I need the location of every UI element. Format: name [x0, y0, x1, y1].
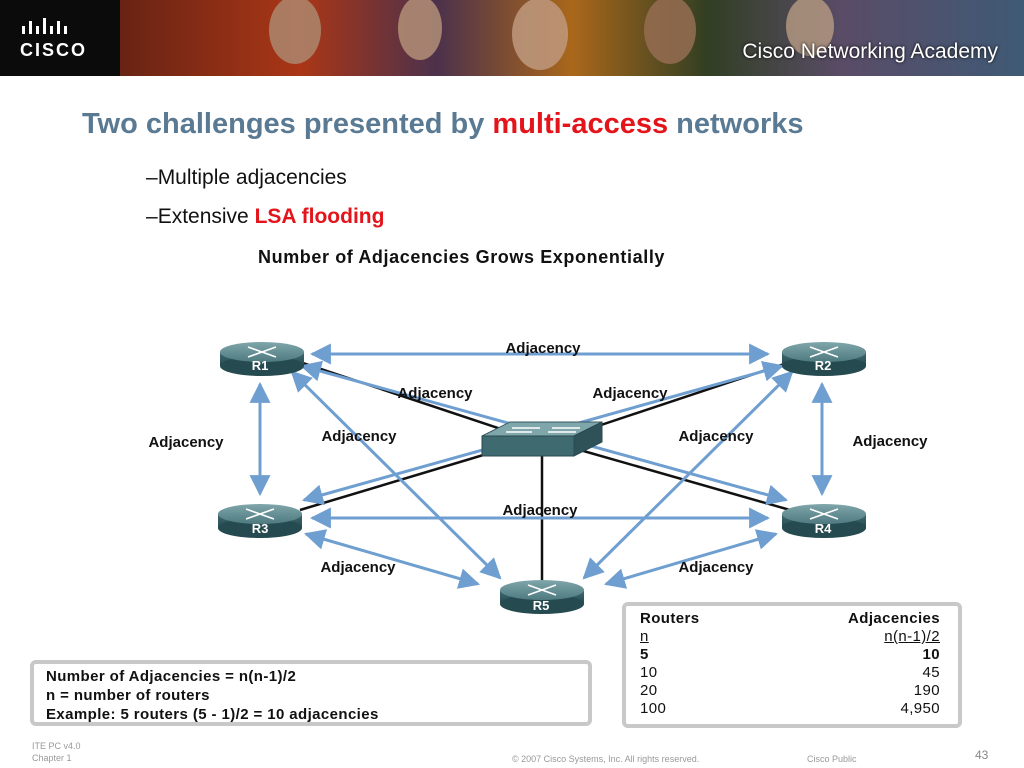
- bullet-highlight: LSA flooding: [254, 205, 385, 228]
- router-r1: [220, 342, 304, 376]
- adjacency-r3-r5: [303, 529, 481, 589]
- page-number: 43: [975, 748, 989, 762]
- cisco-logo: CISCO: [0, 0, 120, 76]
- banner-photo-collage: [120, 0, 1024, 76]
- diagram-title: Number of Adjacencies Grows Exponentiall…: [258, 247, 666, 267]
- table-cell: 100: [640, 700, 667, 717]
- router-label-r5: R5: [533, 598, 550, 613]
- router-label-r1: R1: [252, 358, 269, 373]
- table-cell: 10: [640, 664, 658, 681]
- router-label-r2: R2: [815, 358, 832, 373]
- cisco-logo-bars-icon: [22, 18, 67, 34]
- router-r5: [500, 580, 584, 614]
- label-adjacency-r3-r5: Adjacency: [320, 559, 396, 576]
- router-arrows-icon: [527, 584, 557, 596]
- router-r4: [782, 504, 866, 538]
- label-adjacency-r2-r5: Adjacency: [678, 428, 754, 445]
- bullet-multiple-adjacencies: –Multiple adjacencies: [146, 166, 347, 190]
- bullet-text: Extensive: [157, 205, 255, 228]
- table-cell: 45: [922, 664, 940, 681]
- header-banner: CISCO Cisco Networking Academy: [0, 0, 1024, 76]
- table-formula-row: n n(n-1)/2: [640, 628, 940, 646]
- label-adjacency-r4-r5: Adjacency: [678, 559, 754, 576]
- table-header-routers: Routers: [640, 610, 700, 627]
- footer-chapter-line: Chapter 1: [32, 753, 72, 763]
- router-label-r4: R4: [815, 521, 832, 536]
- router-arrows-icon: [245, 508, 275, 520]
- formula-line: n = number of routers: [46, 687, 210, 704]
- footer-copyright: © 2007 Cisco Systems, Inc. All rights re…: [512, 754, 700, 764]
- table-cell: n: [640, 628, 649, 645]
- adjacency-table: Routers Adjacencies n n(n-1)/2 5 10 10 4…: [622, 602, 962, 728]
- table-cell: n(n-1)/2: [884, 628, 940, 645]
- formula-line: Number of Adjacencies = n(n-1)/2: [46, 668, 297, 685]
- formula-box: Number of Adjacencies = n(n-1)/2 n = num…: [30, 660, 592, 726]
- adjacency-r2-r5: [582, 370, 794, 580]
- table-header-adjacencies: Adjacencies: [848, 610, 940, 627]
- label-adjacency-r2-r4: Adjacency: [852, 433, 928, 450]
- footer-classification: Cisco Public: [807, 754, 857, 764]
- academy-brand: Cisco Networking Academy: [742, 40, 998, 63]
- table-cell: 20: [640, 682, 658, 699]
- router-r3: [218, 504, 302, 538]
- table-cell: 4,950: [900, 700, 940, 717]
- title-text-pre: Two challenges presented by: [82, 108, 493, 140]
- bullet-dash: –: [146, 205, 158, 228]
- title-text-post: networks: [668, 108, 804, 140]
- formula-line: Example: 5 routers (5 - 1)/2 = 10 adjace…: [46, 706, 379, 723]
- adjacency-r4-r5: [603, 529, 779, 589]
- switch-icon: [481, 421, 603, 457]
- table-row: 10 45: [640, 664, 940, 682]
- router-arrows-icon: [247, 346, 277, 358]
- router-r2: [782, 342, 866, 376]
- table-row: 100 4,950: [640, 700, 940, 718]
- table-row: 20 190: [640, 682, 940, 700]
- cisco-logo-text: CISCO: [20, 40, 88, 60]
- footer-course: ITE PC v4.0 Chapter 1: [32, 740, 81, 764]
- label-adjacency-r3-r4: Adjacency: [502, 502, 578, 519]
- footer-course-line: ITE PC v4.0: [32, 741, 81, 751]
- banner-photo-strip: [120, 0, 1024, 76]
- title-highlight: multi-access: [492, 108, 669, 140]
- table-header-row: Routers Adjacencies: [640, 610, 940, 628]
- bullet-dash: –: [146, 166, 158, 189]
- label-adjacency-r1-switch: Adjacency: [397, 385, 473, 402]
- router-label-r3: R3: [252, 521, 269, 536]
- table-cell: 5: [640, 646, 649, 663]
- label-adjacency-r1-r5: Adjacency: [321, 428, 397, 445]
- router-arrows-icon: [809, 508, 839, 520]
- bullet-text: Multiple adjacencies: [157, 166, 347, 189]
- label-adjacency-r1-r3: Adjacency: [148, 434, 224, 451]
- label-adjacency-r1-r2: Adjacency: [505, 340, 581, 357]
- slide-title: Two challenges presented by multi-access…: [82, 108, 803, 141]
- table-row: 5 10: [640, 646, 940, 664]
- table-cell: 10: [922, 646, 940, 663]
- table-cell: 190: [913, 682, 940, 699]
- label-adjacency-r2-switch: Adjacency: [592, 385, 668, 402]
- router-arrows-icon: [809, 346, 839, 358]
- bullet-lsa-flooding: –Extensive LSA flooding: [146, 205, 384, 229]
